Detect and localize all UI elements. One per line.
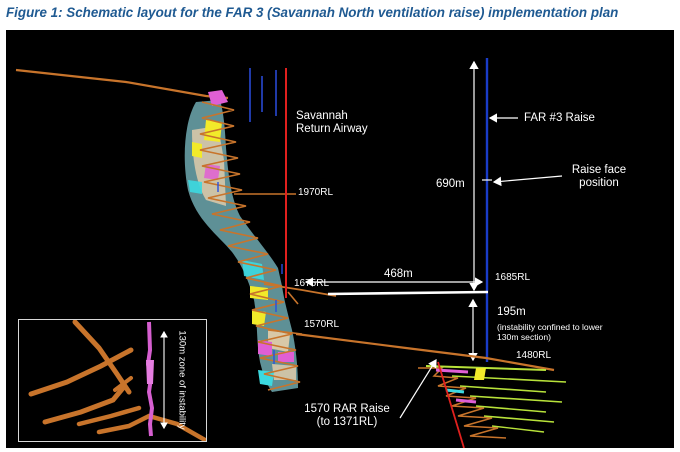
savannah-label-line1: Savannah bbox=[296, 110, 348, 122]
raise-face-line1: Raise face bbox=[571, 164, 627, 176]
dist-468-label: 468m bbox=[384, 268, 413, 280]
top-raise-lines bbox=[249, 68, 277, 122]
raise-face-pointer bbox=[492, 175, 563, 187]
rl-1480-label: 1480RL bbox=[516, 350, 552, 361]
raise-face-label: Raise face position bbox=[554, 164, 644, 190]
dist-690-label: 690m bbox=[436, 178, 465, 190]
inset-raise bbox=[145, 321, 155, 437]
inset-drawing bbox=[28, 320, 206, 441]
far3-raise-label: FAR #3 Raise bbox=[524, 112, 595, 124]
savannah-airway-label: Savannah Return Airway bbox=[296, 110, 368, 136]
raise-face-line2: position bbox=[579, 177, 619, 190]
schematic-drawing bbox=[15, 58, 567, 448]
rl-1675-label: 1675RL bbox=[294, 278, 330, 289]
instability-note-line2: 130m section) bbox=[497, 331, 551, 342]
schematic-figure: Savannah Return Airway FAR #3 Raise Rais… bbox=[6, 30, 674, 448]
level-drive-1675 bbox=[263, 283, 337, 297]
airway-base bbox=[287, 291, 299, 305]
lower-access-drive bbox=[295, 332, 555, 372]
inset-zone-text: 130m zone of instability bbox=[176, 330, 188, 430]
instability-inset: 130m zone of instability bbox=[18, 319, 207, 442]
rl-1570-label: 1570RL bbox=[304, 319, 340, 330]
rar-label-line2: (to 1371RL) bbox=[316, 416, 378, 429]
figure-caption: Figure 1: Schematic layout for the FAR 3… bbox=[6, 5, 619, 20]
rar-label-line1: 1570 RAR Raise bbox=[304, 403, 390, 415]
dist-195-label: 195m bbox=[497, 306, 526, 318]
instability-note-line1: (instability confined to lower bbox=[497, 322, 603, 332]
inset-zone-label: 130m zone of instability bbox=[175, 324, 189, 436]
rar-1570-raise bbox=[437, 361, 465, 448]
connection-drive-1675 bbox=[327, 290, 489, 296]
orebody-markers bbox=[217, 182, 283, 364]
savannah-label-line2: Return Airway bbox=[296, 123, 368, 136]
rar-pointer bbox=[399, 358, 437, 419]
rl-1685-label: 1685RL bbox=[495, 272, 531, 283]
lower-right-workings bbox=[418, 365, 567, 439]
orebody-decline bbox=[199, 101, 301, 391]
upper-access-drive bbox=[15, 68, 229, 100]
rar-raise-label: 1570 RAR Raise (to 1371RL) bbox=[292, 403, 402, 429]
instability-note: (instability confined to lower 130m sect… bbox=[497, 322, 603, 343]
inset-raise-zone bbox=[146, 360, 154, 384]
rl-1970-label: 1970RL bbox=[298, 187, 334, 198]
